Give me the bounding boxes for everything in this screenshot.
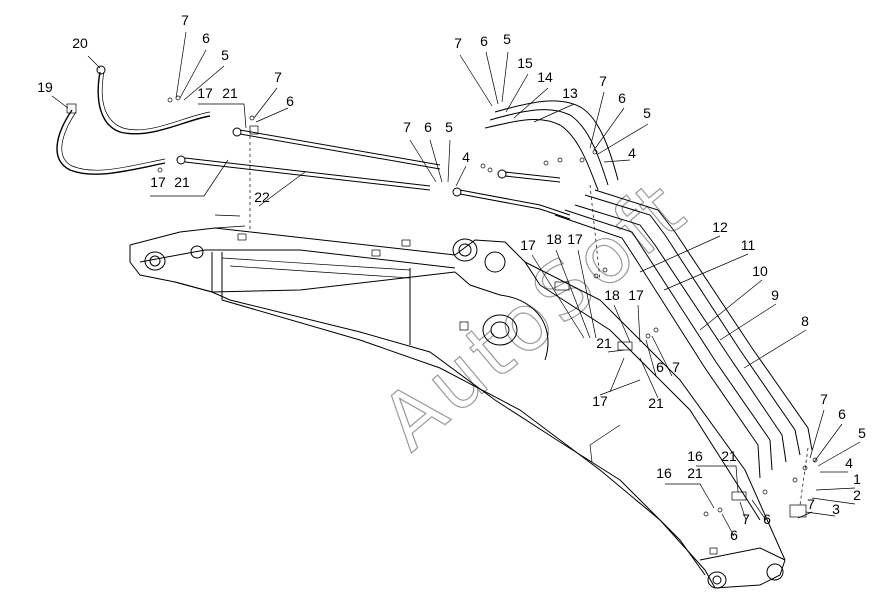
callout-18: 18 xyxy=(604,287,620,303)
callout-6: 6 xyxy=(763,511,771,527)
callout-6: 6 xyxy=(480,33,488,49)
boom-structure xyxy=(129,227,786,589)
callout-13: 13 xyxy=(562,85,578,101)
callout-4: 4 xyxy=(462,149,470,165)
callout-21: 21 xyxy=(687,465,703,481)
callout-7: 7 xyxy=(672,359,680,375)
callout-7: 7 xyxy=(274,69,282,85)
boom-foot-boss xyxy=(144,245,204,271)
boom-tip-boss xyxy=(707,547,784,589)
leader-lines xyxy=(51,31,861,537)
callout-5: 5 xyxy=(503,31,511,47)
callout-6: 6 xyxy=(202,30,210,46)
callout-10: 10 xyxy=(752,263,768,279)
callout-19: 19 xyxy=(37,79,53,95)
reference-dash-lines xyxy=(249,130,809,506)
callout-17: 17 xyxy=(197,85,213,101)
callout-17: 17 xyxy=(520,237,536,253)
callout-17: 17 xyxy=(567,231,583,247)
hose-20 xyxy=(96,65,211,135)
callout-21: 21 xyxy=(721,448,737,464)
callout-6: 6 xyxy=(424,119,432,135)
callout-14: 14 xyxy=(537,69,553,85)
callout-6: 6 xyxy=(618,90,626,106)
callout-17: 17 xyxy=(150,174,166,190)
callout-3: 3 xyxy=(832,501,840,517)
callout-4: 4 xyxy=(845,455,853,471)
callout-1: 1 xyxy=(853,471,861,487)
callout-6: 6 xyxy=(286,93,294,109)
callout-7: 7 xyxy=(181,12,189,28)
callout-15: 15 xyxy=(517,55,533,71)
callout-17: 17 xyxy=(592,393,608,409)
callout-21: 21 xyxy=(174,174,190,190)
callout-7: 7 xyxy=(820,391,828,407)
rigid-tube-mid xyxy=(452,169,571,220)
boom-cylinder-boss xyxy=(452,238,518,346)
callout-7: 7 xyxy=(599,73,607,89)
callout-5: 5 xyxy=(445,119,453,135)
callout-5: 5 xyxy=(858,425,866,441)
clamps xyxy=(157,95,818,518)
callout-2: 2 xyxy=(853,487,861,503)
tube-bundle xyxy=(484,100,813,479)
callout-7: 7 xyxy=(403,119,411,135)
callout-21: 21 xyxy=(596,335,612,351)
callout-18: 18 xyxy=(546,231,562,247)
hose-19 xyxy=(56,103,166,175)
callout-17: 17 xyxy=(628,287,644,303)
top-brackets xyxy=(214,214,411,257)
callout-20: 20 xyxy=(72,35,88,51)
callout-9: 9 xyxy=(771,287,779,303)
callout-6: 6 xyxy=(730,527,738,543)
callout-16: 16 xyxy=(687,448,703,464)
callout-22: 22 xyxy=(254,189,270,205)
rigid-tube-upper xyxy=(232,125,441,170)
callout-6: 6 xyxy=(656,359,664,375)
callout-5: 5 xyxy=(221,47,229,63)
callout-6: 6 xyxy=(838,406,846,422)
callout-7: 7 xyxy=(742,511,750,527)
callout-7: 7 xyxy=(807,496,815,512)
callout-21: 21 xyxy=(222,85,238,101)
callout-7: 7 xyxy=(454,35,462,51)
callout-5: 5 xyxy=(643,105,651,121)
callout-21: 21 xyxy=(648,395,664,411)
callout-8: 8 xyxy=(801,313,809,329)
callout-12: 12 xyxy=(712,219,728,235)
callout-4: 4 xyxy=(628,145,636,161)
callout-11: 11 xyxy=(741,237,756,253)
callout-16: 16 xyxy=(656,465,672,481)
